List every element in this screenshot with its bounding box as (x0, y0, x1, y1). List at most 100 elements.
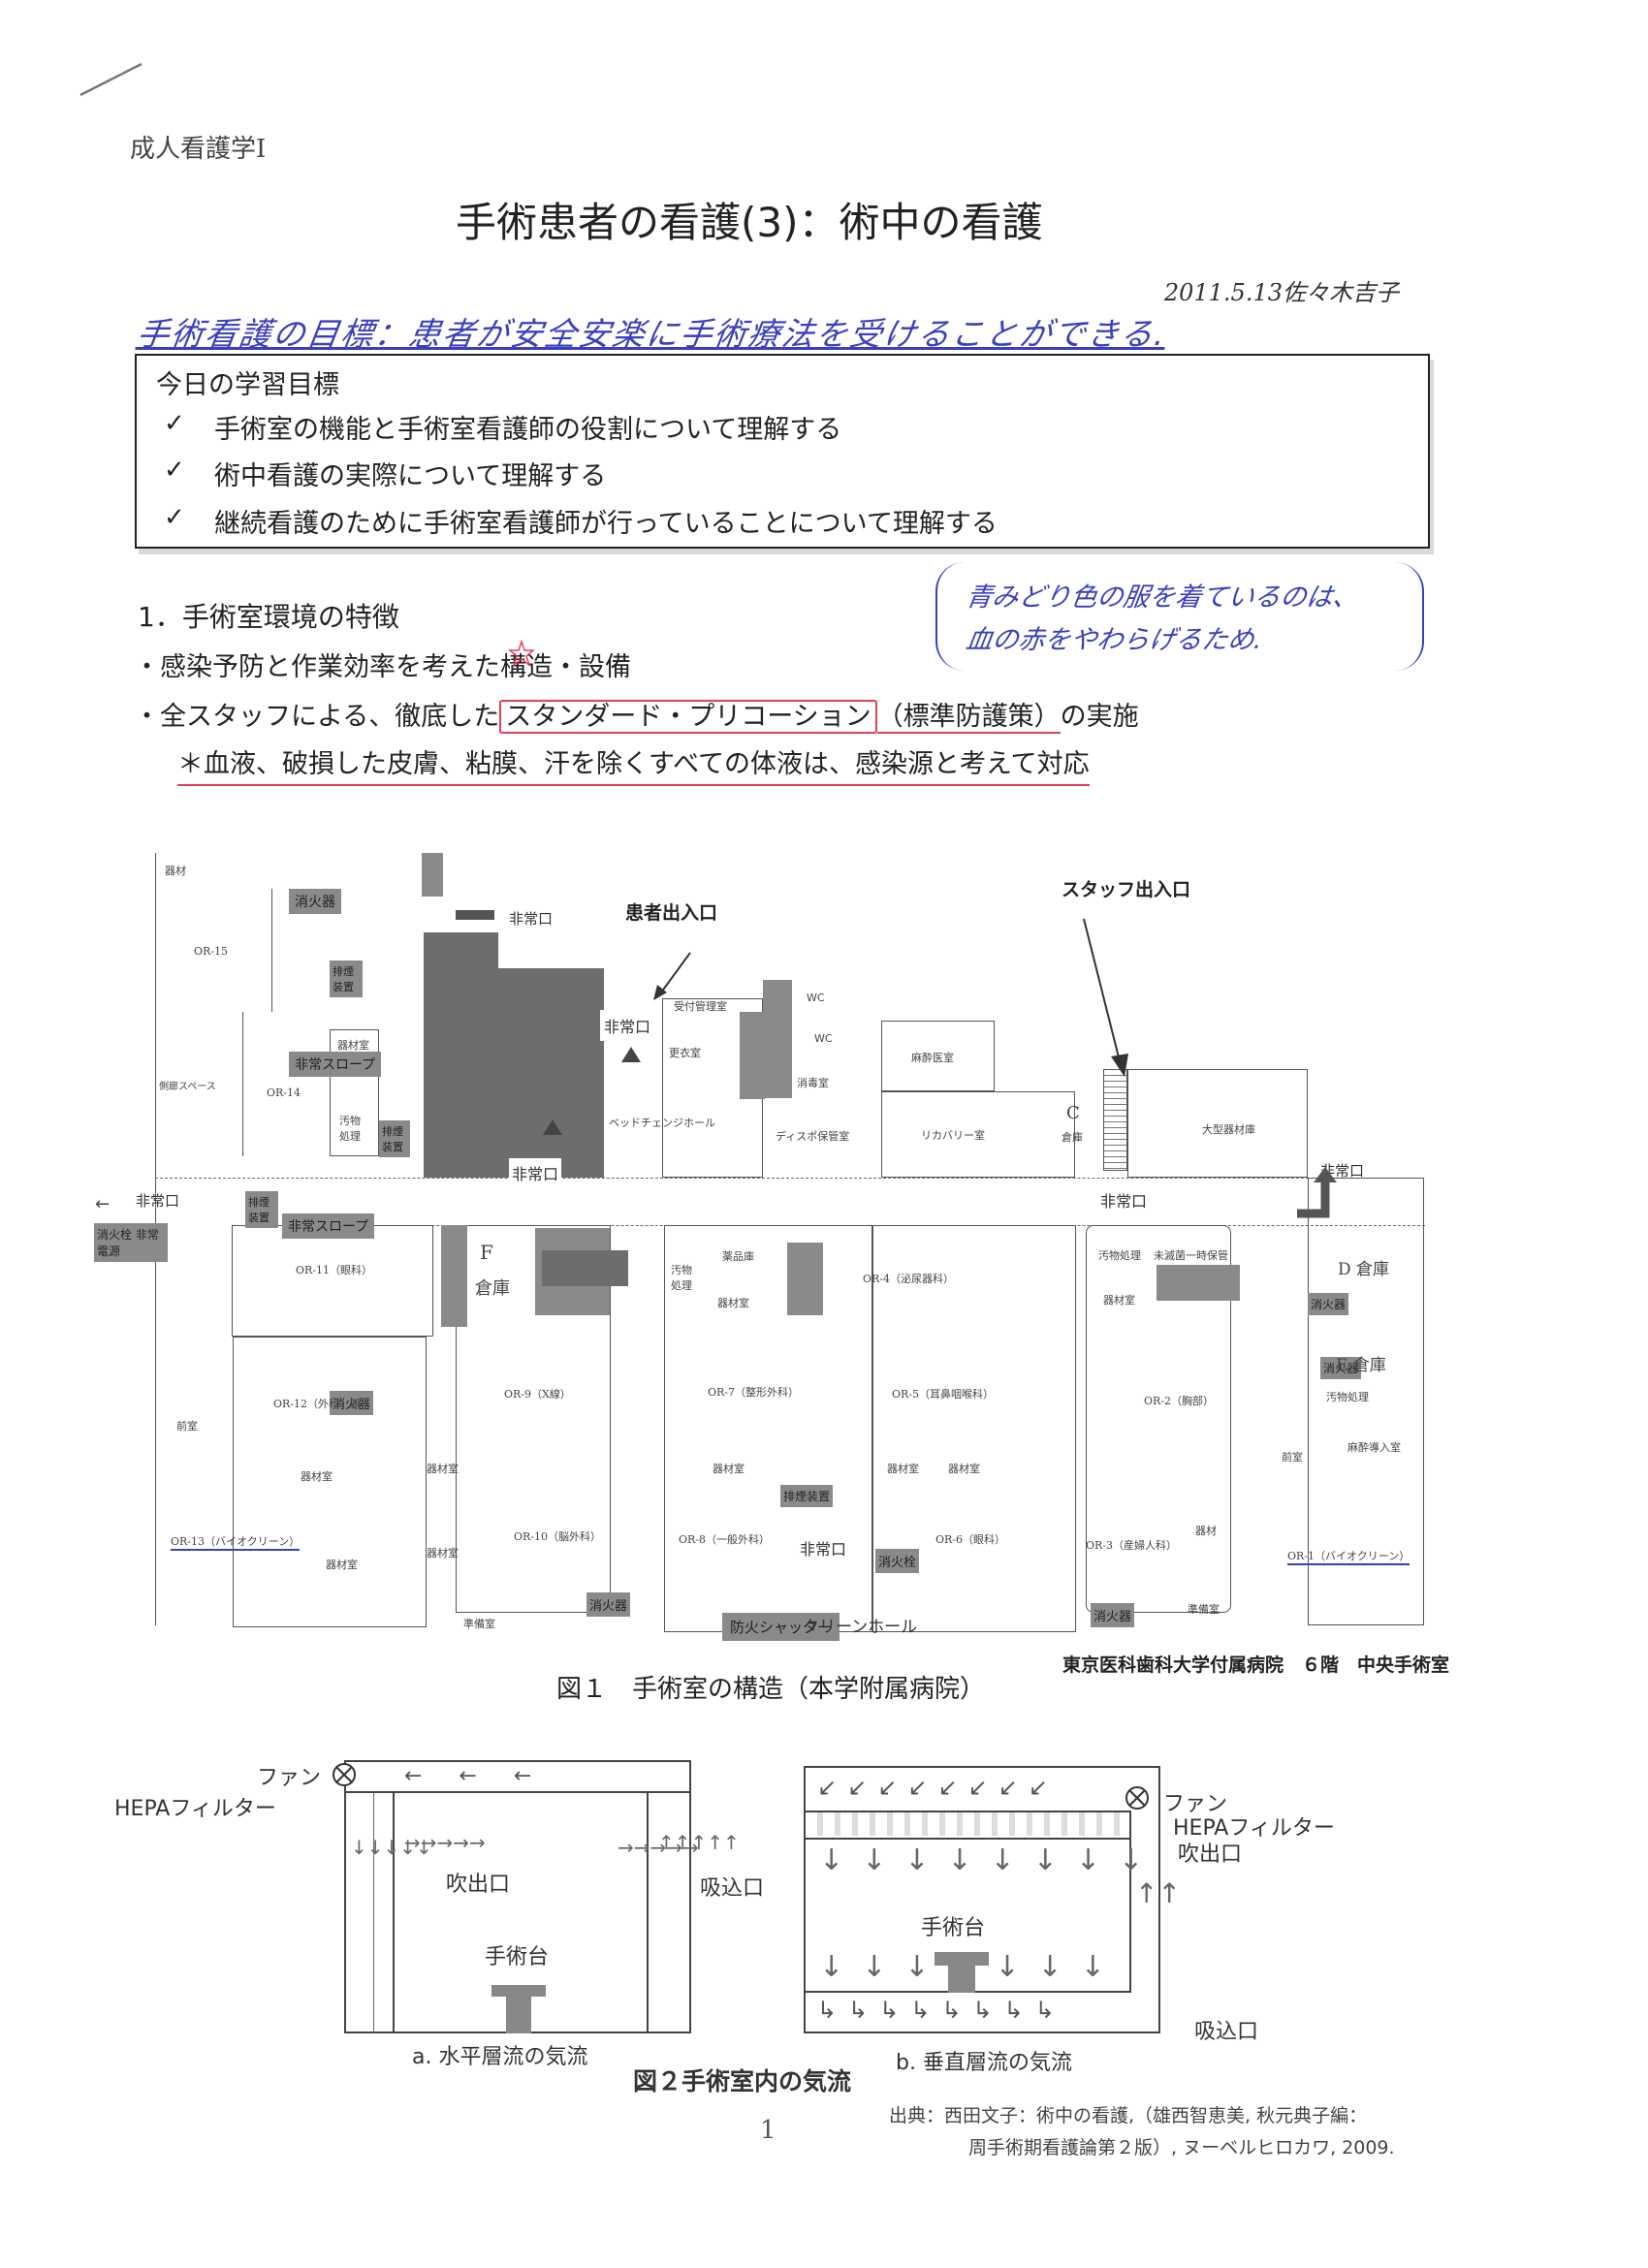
room-label: 器材 (165, 865, 186, 877)
room-label-or14: OR-14 (267, 1087, 301, 1099)
bullet-text: ・全スタッフによる、徹底した (134, 702, 500, 732)
exit-label: 非常口 (800, 1540, 847, 1559)
arrow-icon (1083, 918, 1128, 1077)
exit-label: 非常口 (509, 910, 554, 928)
wall (242, 1012, 243, 1156)
room-label: 側廊スペース (159, 1082, 216, 1092)
room-label-wc: WC (814, 1032, 833, 1045)
exit-label: 非常口 (509, 1158, 562, 1187)
room-label-or6: OR-6（眼科） (935, 1533, 1006, 1546)
exit-arrow-icon (456, 910, 494, 920)
arrow-left-icon: ← (95, 1194, 111, 1214)
check-icon: ✓ (164, 409, 185, 438)
room-label: 汚物処理 (1326, 1391, 1369, 1403)
arrow-up-icon (543, 1119, 562, 1135)
citation-line: 周手術期看護論第２版）, ヌーベルヒロカワ, 2009. (968, 2137, 1395, 2158)
room-label-or4: OR-4（泌尿器科） (863, 1273, 955, 1285)
room-label-e: E 倉庫 (1336, 1356, 1386, 1375)
section-heading: 1．手術室環境の特徴 (138, 601, 399, 633)
handwritten-goal-note: 手術看護の目標：患者が安全安楽に手術療法を受けることができる. (134, 315, 1170, 353)
room-label: ディスポ保管室 (776, 1130, 850, 1143)
check-icon: ✓ (164, 456, 185, 485)
figure2a-caption: a. 水平層流の気流 (412, 2045, 588, 2069)
shaded-area (542, 1250, 628, 1286)
patient-entrance-label: 患者出入口 (625, 902, 718, 924)
goals-heading: 今日の学習目標 (156, 370, 339, 400)
room-label: 器材 (1195, 1525, 1217, 1537)
goal-item: 術中看護の実際について理解する (214, 461, 607, 491)
arrow-icon (653, 952, 691, 1000)
airflow-arrows: ↓↓↓↓↓ (351, 1836, 432, 1859)
operating-table-icon (506, 1997, 531, 2033)
table-label: 手術台 (485, 1945, 550, 1969)
side-note-line: 血の赤をやわらげるため. (964, 625, 1265, 655)
room-label: 準備室 (463, 1618, 495, 1630)
room-large-store (1127, 1069, 1308, 1178)
room-label: 器材室 (717, 1297, 749, 1309)
learning-goals-box: 今日の学習目標 ✓ 手術室の機能と手術室看護師の役割について理解する ✓ 術中看… (135, 354, 1430, 549)
room-label: 前室 (1282, 1451, 1303, 1464)
room-label: 器材室 (1103, 1294, 1135, 1307)
room-label: 前室 (176, 1420, 198, 1433)
vertical-flow-diagram: ↙↙↙↙↙↙↙↙ ↓↓↓↓↓↓↓↓ ↓↓↓ ↓↓↓ ↳↳↳↳↳↳↳↳ ↑↑ (804, 1766, 1181, 2033)
staircase (1103, 1069, 1127, 1171)
room-label-f: F (480, 1241, 493, 1264)
room-label: 汚物処理 (671, 1264, 692, 1292)
room-recovery (881, 1091, 1075, 1178)
inlet-label: 吸込口 (1194, 2020, 1259, 2044)
room-label: 器材室 (948, 1463, 980, 1475)
room-label: 準備室 (1188, 1603, 1220, 1616)
room-label: 器材室 (427, 1463, 459, 1475)
highlight-standard-precaution: スタンダード・プリコーション (499, 700, 877, 734)
bullet-standard-precaution: ・全スタッフによる、徹底したスタンダード・プリコーション（標準防護策）の実施 (134, 695, 1139, 734)
fire-extinguisher-tag: 消火器 (1308, 1293, 1349, 1315)
airflow-arrows: →→→→→ (618, 1836, 699, 1859)
airflow-arrows: →→→→→ (404, 1831, 486, 1854)
exit-arrow-icon (1297, 1167, 1337, 1218)
fire-extinguisher-tag: 消火器 (330, 1391, 374, 1415)
fire-extinguisher-tag: 消火器 (289, 889, 341, 914)
hepa-label: HEPAフィルター (1173, 1816, 1335, 1841)
airflow-arrows: ↑↑ (1135, 1877, 1181, 1909)
room-label: 麻酔医室 (911, 1052, 954, 1064)
page-number: 1 (760, 2116, 776, 2145)
room-or5-or6 (872, 1225, 1076, 1632)
room-label: 更衣室 (669, 1047, 701, 1059)
bullet-text: の実施 (1060, 702, 1139, 732)
room-label: 器材室 (337, 1039, 369, 1052)
hepa-label: HEPAフィルター (114, 1797, 276, 1821)
room-or9-or10 (456, 1225, 611, 1613)
hydrant-label: 消火栓 (97, 1228, 133, 1242)
room-label: 倉庫 (475, 1278, 510, 1299)
airflow-arrows: ↑↑↑↑↑ (658, 1831, 740, 1854)
room-label: 器材室 (301, 1470, 333, 1483)
room-label-or5: OR-5（耳鼻咽喉科） (892, 1388, 995, 1401)
pen-mark (79, 62, 143, 97)
figure2-caption: 図２手術室内の気流 (633, 2067, 852, 2095)
room-label-or12: OR-12（外科 腕） (273, 1398, 372, 1410)
fan-icon (1125, 1786, 1149, 1810)
hydrant-tag: 消火栓 非常電源 (94, 1223, 168, 1262)
room-label-d: D 倉庫 (1338, 1260, 1390, 1279)
shaded-area (441, 1225, 467, 1327)
room-label-or8: OR-8（一般外科） (679, 1533, 771, 1546)
room-label: ベッドチェンジホール (609, 1117, 715, 1129)
room-label: 器材室 (326, 1559, 358, 1571)
paren-text: （標準防護策） (876, 702, 1061, 734)
room-label-wc: WC (807, 992, 825, 1004)
hospital-label: 東京医科歯科大学付属病院 ６階 中央手術室 (1062, 1654, 1450, 1676)
infection-note: ＊血液、破損した皮膚、粘膜、汗を除くすべての体液は、感染源と考えて対応 (177, 742, 1090, 786)
room-label-clean-hall: クリーンホール (803, 1618, 918, 1637)
inlet-label: 吸込口 (700, 1876, 765, 1901)
room-label-or1: OR-1（バイオクリーン） (1287, 1548, 1410, 1565)
slope-tag: 非常スロープ (282, 1213, 375, 1239)
room-label-or13: OR-13（バイオクリーン） (171, 1533, 301, 1551)
room-label-c: C (1066, 1103, 1080, 1123)
room-label: 器材室 (887, 1463, 919, 1475)
room-label-or10: OR-10（脳外科） (514, 1530, 602, 1543)
room-label: 汚物処理 (1098, 1249, 1141, 1262)
room-kizai (330, 1029, 379, 1156)
room-label: 未滅菌一時保管 (1154, 1249, 1228, 1262)
fan-label: ファン (1163, 1792, 1228, 1816)
fan-label: ファン (257, 1766, 322, 1790)
